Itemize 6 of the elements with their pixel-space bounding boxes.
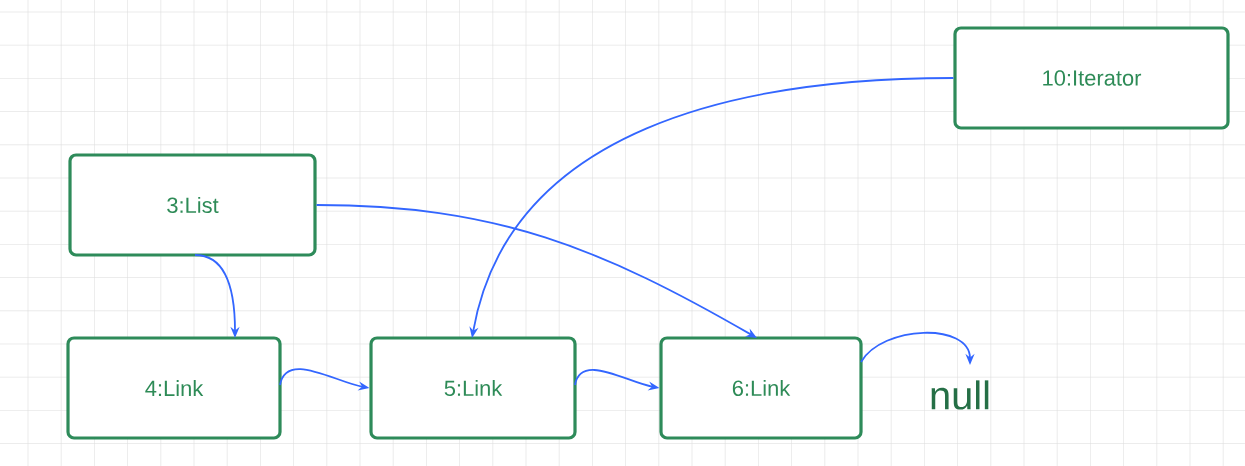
null-label: null <box>931 380 989 410</box>
object-box: 6:Link <box>659 336 863 440</box>
object-box: 4:Link <box>66 336 282 440</box>
object-box: 3:List <box>68 153 317 257</box>
object-box: 5:Link <box>369 336 577 440</box>
object-box: 10:Iterator <box>953 26 1230 130</box>
